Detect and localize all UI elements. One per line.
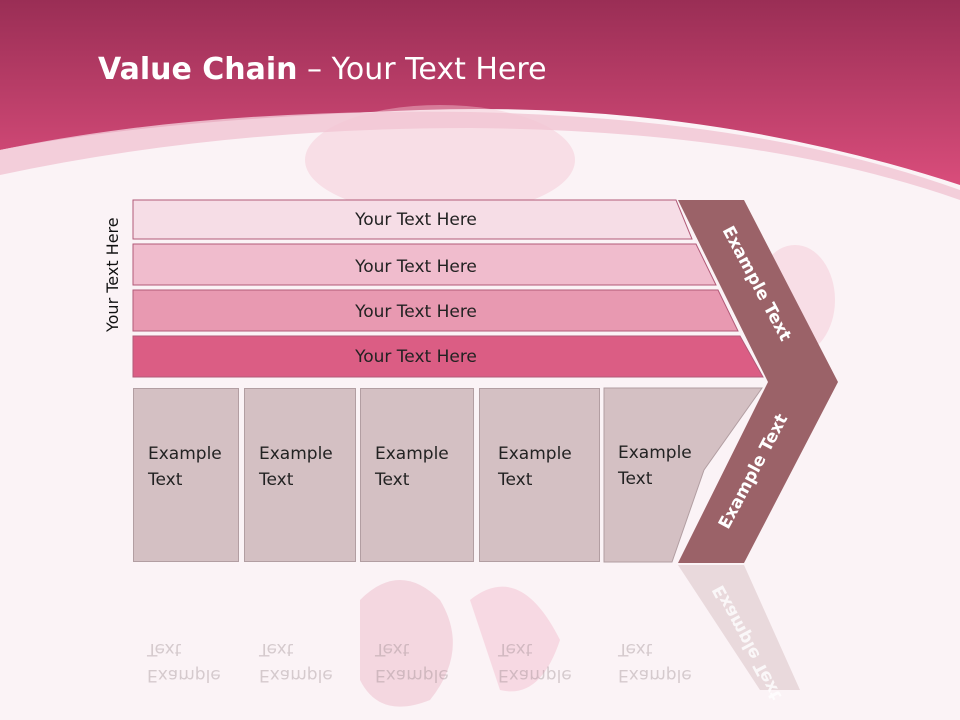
slide-title: Value Chain – Your Text Here	[98, 52, 547, 87]
title-bold: Value Chain	[98, 52, 298, 87]
row-band-3	[132, 289, 739, 332]
chevron-reflection	[678, 565, 800, 690]
title-rest: – Your Text Here	[297, 52, 547, 87]
chevron-arrow	[678, 200, 838, 563]
cell-4-line1: Example	[498, 444, 572, 464]
row-label-4: Your Text Here	[354, 347, 477, 367]
row-band-1	[132, 199, 693, 240]
petal-decoration	[360, 580, 453, 707]
header: Value Chain – Your Text Here	[0, 0, 960, 200]
cell-3-line1: Example	[375, 444, 449, 464]
header-band	[0, 0, 960, 185]
cell-5-line1: Example	[618, 443, 692, 463]
row-label-2: Your Text Here	[354, 257, 477, 277]
cell-5-line2: Text	[618, 469, 653, 489]
row-band-2	[132, 243, 717, 286]
cell-3-line2: Text	[375, 470, 410, 490]
cell-5-shape	[603, 387, 763, 563]
row-label-1: Your Text Here	[354, 210, 477, 230]
cell-2-line2: Text	[259, 470, 294, 490]
row-label-3: Your Text Here	[354, 302, 477, 322]
row-band-4	[132, 335, 764, 378]
cell-1-line2: Text	[148, 470, 183, 490]
header-swoosh	[0, 111, 960, 200]
cell-2-line1: Example	[259, 444, 333, 464]
bottle-decoration	[305, 105, 575, 215]
cell-4-line2: Text	[498, 470, 533, 490]
cell-1-line1: Example	[148, 444, 222, 464]
